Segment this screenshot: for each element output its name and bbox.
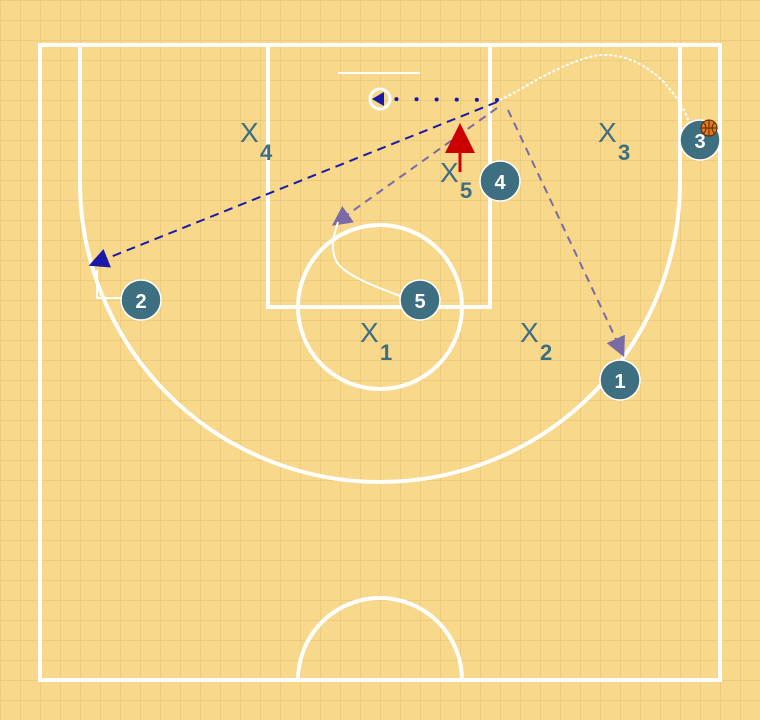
free-throw-circle	[296, 223, 464, 391]
defender-x5-sub: 5	[460, 178, 472, 203]
defender-x4-letter: X	[240, 117, 259, 148]
player-1-label: 1	[614, 371, 625, 393]
cut-path-5	[331, 221, 406, 299]
rim	[368, 87, 392, 111]
defender-x1-letter: X	[360, 317, 379, 348]
center-circle	[296, 596, 464, 681]
pass-arrow-rim	[372, 92, 384, 106]
player-4-label: 4	[494, 172, 506, 194]
defender-x5-letter: X	[440, 157, 459, 188]
player-2[interactable]: 2	[120, 279, 162, 321]
defender-x2-sub: 2	[540, 340, 552, 365]
player-2-circle	[120, 279, 162, 321]
defender-x3-sub: 3	[618, 140, 630, 165]
cut-path-2	[96, 270, 122, 299]
player-4[interactable]: 4	[479, 160, 521, 202]
defender-x2-letter: X	[520, 317, 539, 348]
player-4-circle	[479, 160, 521, 202]
defender-x3: X 3	[598, 117, 630, 165]
player-5-circle	[399, 279, 441, 321]
pass-line-to-2	[88, 101, 498, 268]
defender-x1: X 1	[360, 317, 392, 365]
player-1-circle	[599, 359, 641, 401]
three-point-arc	[78, 45, 682, 484]
player-3-label: 3	[694, 131, 705, 153]
pass-line-dotted	[384, 97, 499, 102]
defender-x4-sub: 4	[260, 140, 273, 165]
cut-path-1	[507, 109, 625, 358]
defender-x5: X 5	[440, 157, 472, 203]
player-1[interactable]: 1	[599, 359, 641, 401]
defender-x4: X 4	[240, 117, 273, 165]
player-5[interactable]: 5	[399, 279, 441, 321]
defender-x3-letter: X	[598, 117, 617, 148]
player-2-label: 2	[135, 291, 146, 313]
basketball-icon	[700, 119, 718, 137]
player-5-label: 5	[414, 291, 425, 313]
defender-x1-sub: 1	[380, 340, 392, 365]
court-lines	[38, 43, 722, 682]
dribble-path-3	[499, 54, 691, 126]
defender-x2: X 2	[520, 317, 552, 365]
